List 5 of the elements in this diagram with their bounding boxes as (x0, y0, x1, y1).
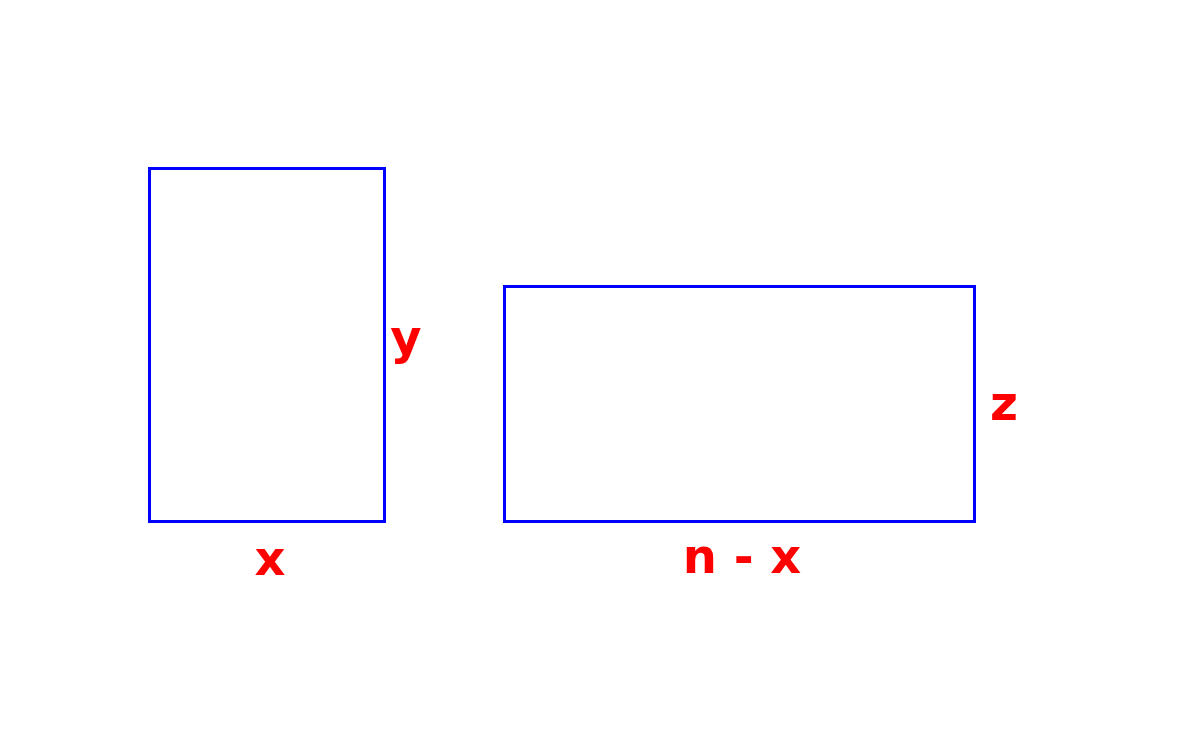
dimension-label: x (254, 534, 286, 582)
rectangle-outline (503, 285, 976, 523)
dimension-label: n - x (682, 532, 802, 580)
dimension-label: z (990, 379, 1018, 427)
rectangle-outline (148, 167, 386, 523)
